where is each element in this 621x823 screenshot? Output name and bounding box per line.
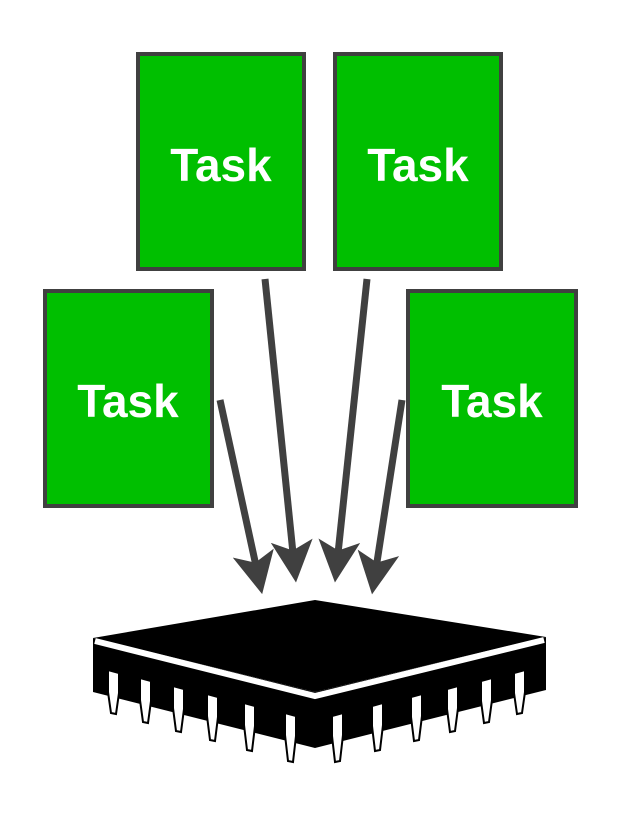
chip-pin <box>331 711 344 764</box>
chip-pin <box>139 676 152 725</box>
chip-top-face <box>93 600 546 692</box>
task-box-top-left: Task <box>136 52 306 271</box>
chip-edge-highlight <box>94 637 545 700</box>
chip-pin <box>107 668 120 716</box>
arrow-from-task-4 <box>357 399 406 595</box>
task-box-top-right: Task <box>333 52 503 271</box>
chip-pin <box>206 692 219 743</box>
chip-pin <box>284 711 297 764</box>
chip-pin <box>243 701 256 753</box>
arrow-from-task-3 <box>318 278 371 583</box>
task-label: Task <box>77 375 179 427</box>
arrows <box>216 278 406 595</box>
task-label: Task <box>367 139 469 191</box>
task-box-bottom-right: Task <box>406 289 578 508</box>
chip-pin <box>446 684 459 734</box>
cpu-chip-icon <box>93 600 546 764</box>
chip-pin <box>513 668 526 716</box>
chip-left-side <box>93 638 315 748</box>
arrow-from-task-2 <box>261 278 313 583</box>
chip-pin <box>410 692 423 743</box>
chip-pin <box>480 676 493 725</box>
task-label: Task <box>170 139 272 191</box>
task-box-bottom-left: Task <box>43 289 214 508</box>
chip-pin <box>371 701 384 753</box>
arrow-from-task-1 <box>216 399 274 595</box>
task-label: Task <box>441 375 543 427</box>
chip-pins <box>107 668 526 764</box>
chip-pin <box>172 684 185 734</box>
